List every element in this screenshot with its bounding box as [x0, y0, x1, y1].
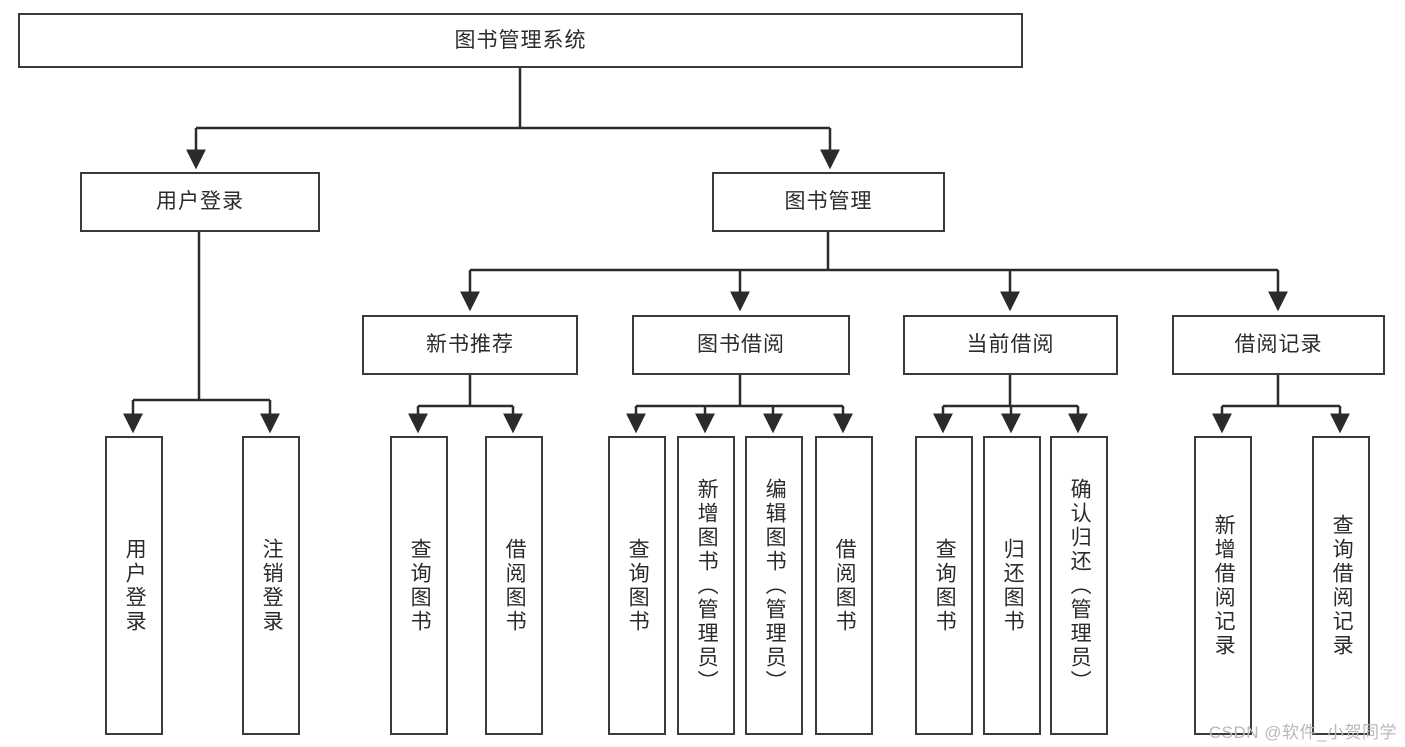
- node-book-borrow-label: 图书借阅: [697, 333, 785, 357]
- node-current-borrow[interactable]: 当前借阅: [903, 315, 1118, 375]
- leaf-current-return-book-label: 归还图书: [1001, 537, 1025, 634]
- leaf-borrow-borrow-book[interactable]: 借阅图书: [815, 436, 873, 735]
- leaf-borrow-query-book-label: 查询图书: [626, 537, 650, 634]
- leaf-current-query-book[interactable]: 查询图书: [915, 436, 973, 735]
- leaf-borrow-edit-book[interactable]: 编辑图书（管理员）: [745, 436, 803, 735]
- leaf-record-query-label: 查询借阅记录: [1330, 513, 1354, 658]
- leaf-logout-label: 注销登录: [260, 537, 284, 634]
- leaf-logout[interactable]: 注销登录: [242, 436, 300, 735]
- leaf-user-login-label: 用户登录: [123, 537, 147, 634]
- leaf-current-return-book[interactable]: 归还图书: [983, 436, 1041, 735]
- node-root-label: 图书管理系统: [454, 28, 587, 52]
- leaf-borrow-add-book[interactable]: 新增图书（管理员）: [677, 436, 735, 735]
- leaf-current-query-book-label: 查询图书: [933, 537, 957, 634]
- node-new-book-recommend[interactable]: 新书推荐: [362, 315, 578, 375]
- node-borrow-record-label: 借阅记录: [1234, 333, 1323, 357]
- leaf-borrow-add-book-label: 新增图书（管理员）: [695, 477, 719, 694]
- node-book-management[interactable]: 图书管理: [712, 172, 945, 232]
- leaf-record-add[interactable]: 新增借阅记录: [1194, 436, 1252, 735]
- node-borrow-record[interactable]: 借阅记录: [1172, 315, 1385, 375]
- leaf-current-confirm-return[interactable]: 确认归还（管理员）: [1050, 436, 1108, 735]
- leaf-new-book-query[interactable]: 查询图书: [390, 436, 448, 735]
- leaf-user-login[interactable]: 用户登录: [105, 436, 163, 735]
- node-root[interactable]: 图书管理系统: [18, 13, 1023, 68]
- leaf-new-book-borrow-label: 借阅图书: [503, 537, 527, 634]
- node-current-borrow-label: 当前借阅: [966, 333, 1055, 357]
- node-book-management-label: 图书管理: [784, 190, 873, 214]
- leaf-borrow-borrow-book-label: 借阅图书: [833, 537, 857, 634]
- node-user-login-label: 用户登录: [156, 190, 244, 214]
- node-user-login[interactable]: 用户登录: [80, 172, 320, 232]
- node-new-book-recommend-label: 新书推荐: [426, 333, 514, 357]
- leaf-new-book-query-label: 查询图书: [408, 537, 432, 634]
- node-book-borrow[interactable]: 图书借阅: [632, 315, 850, 375]
- leaf-new-book-borrow[interactable]: 借阅图书: [485, 436, 543, 735]
- leaf-record-query[interactable]: 查询借阅记录: [1312, 436, 1370, 735]
- leaf-borrow-query-book[interactable]: 查询图书: [608, 436, 666, 735]
- leaf-record-add-label: 新增借阅记录: [1212, 513, 1236, 658]
- watermark: CSDN @软件_小贺同学: [1208, 723, 1397, 742]
- leaf-borrow-edit-book-label: 编辑图书（管理员）: [763, 477, 787, 694]
- leaf-current-confirm-return-label: 确认归还（管理员）: [1068, 477, 1092, 694]
